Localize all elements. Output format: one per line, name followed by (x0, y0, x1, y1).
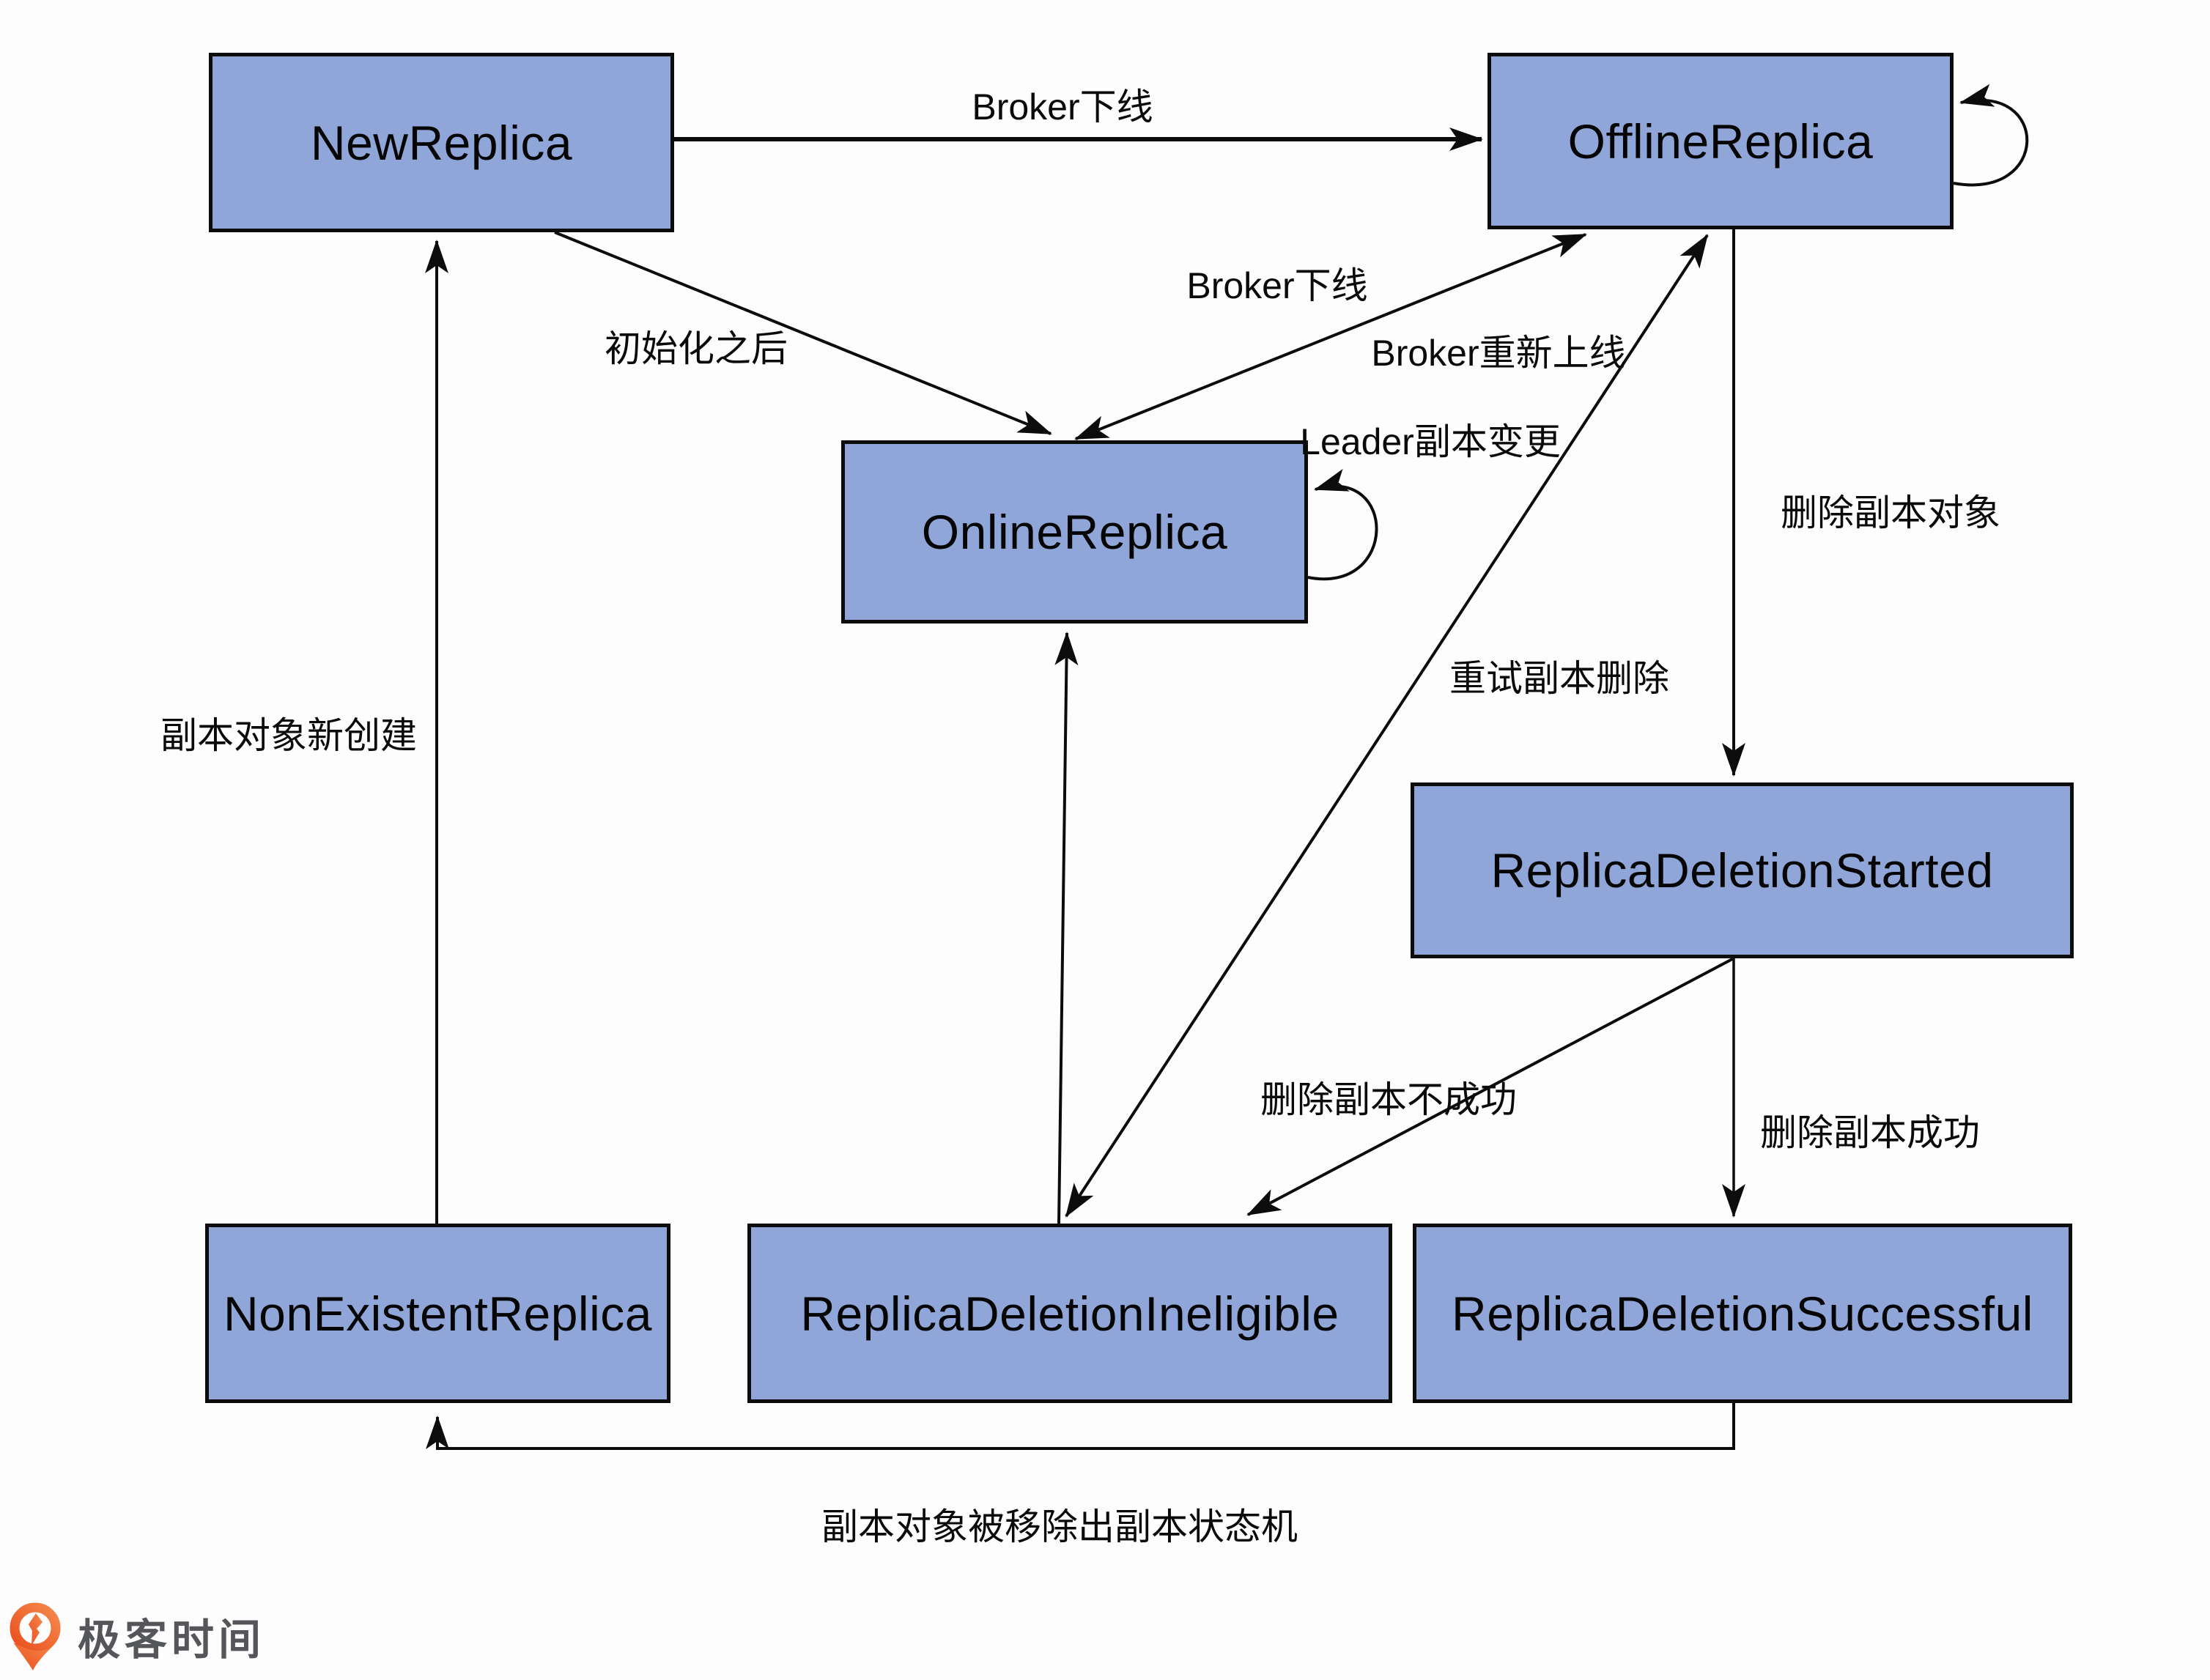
geektime-logo-text: 极客时间 (78, 1616, 266, 1664)
edge-label-broker-down-mid: Broker下线 (1186, 265, 1368, 306)
node-replicadeletionstarted: ReplicaDeletionStarted (1411, 782, 2074, 958)
edge-label-removed-from-state-machine: 副本对象被移除出副本状态机 (821, 1506, 1298, 1547)
edge-deletionineligible-offlinereplica-bidirectional (1065, 234, 1709, 1218)
edge-label-retry-delete: 重试副本删除 (1449, 658, 1669, 699)
node-replicadeletionineligible: ReplicaDeletionIneligible (747, 1224, 1392, 1403)
node-replicadeletionsuccessful: ReplicaDeletionSuccessful (1413, 1224, 2072, 1403)
edge-label-broker-down-top: Broker下线 (972, 86, 1153, 127)
node-newreplica: NewReplica (209, 53, 674, 232)
node-offlinereplica: OfflineReplica (1488, 53, 1954, 229)
edge-label-delete-success: 删除副本成功 (1760, 1112, 1980, 1153)
edge-deletionsuccessful-to-nonexistentreplica (426, 1403, 1735, 1450)
edge-newreplica-to-onlinereplica (554, 231, 1052, 435)
node-onlinereplica: OnlineReplica (841, 440, 1308, 623)
edge-label-delete-fail: 删除副本不成功 (1260, 1079, 1517, 1120)
edge-deletionstarted-to-deletionineligible (1246, 957, 1734, 1216)
node-nonexistentreplica: NonExistentReplica (205, 1224, 670, 1403)
edge-onlinereplica-self-loop (1307, 469, 1378, 581)
geektime-logo: 极客时间 (7, 1599, 265, 1673)
edge-label-delete-replica-object: 删除副本对象 (1781, 492, 2000, 533)
edge-label-init-after: 初始化之后 (605, 328, 788, 369)
edge-label-broker-back-online: Broker重新上线 (1371, 333, 1626, 374)
geektime-logo-icon (10, 1602, 61, 1670)
edge-offlinereplica-self-loop (1953, 84, 2029, 187)
edge-deletionineligible-to-onlinereplica (1054, 632, 1079, 1224)
edge-label-replica-created: 副本对象新创建 (160, 715, 417, 756)
edge-label-leader-change: Leader副本变更 (1300, 421, 1561, 462)
